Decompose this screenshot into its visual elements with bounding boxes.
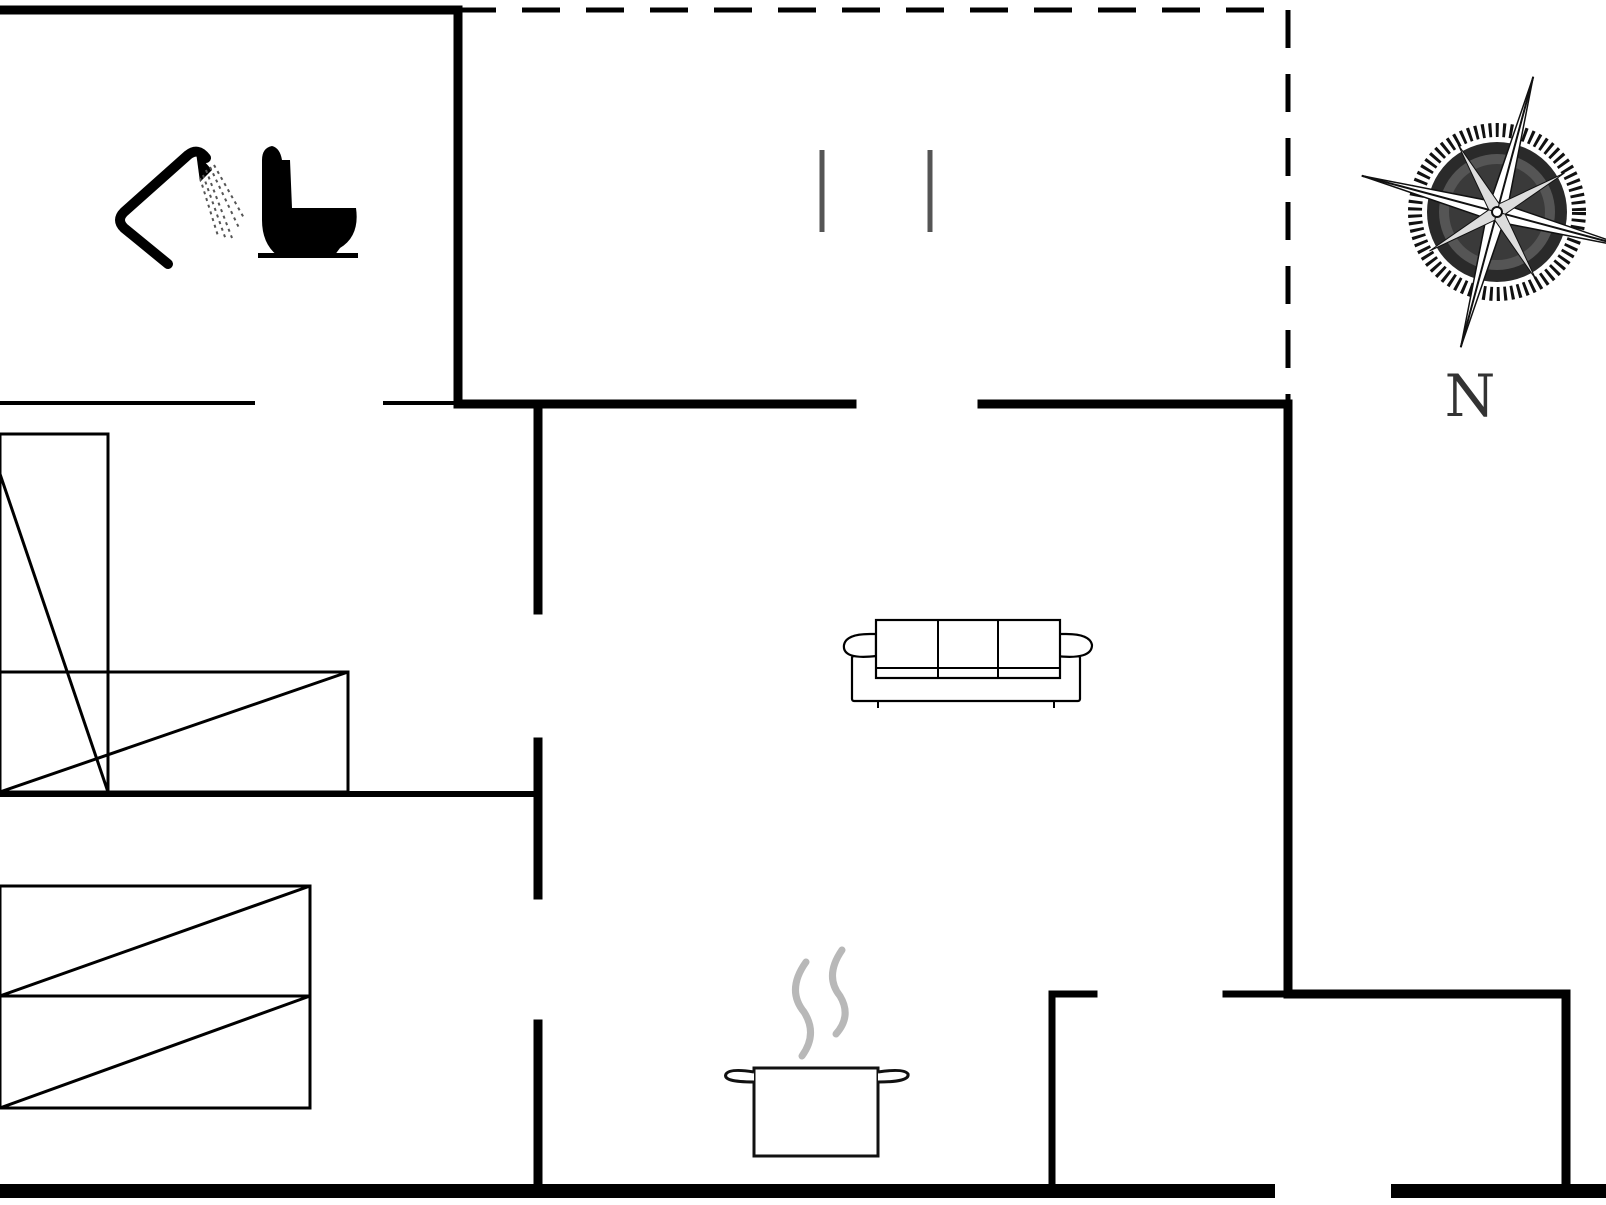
shower-icon	[115, 146, 245, 269]
living-room	[453, 399, 1293, 1195]
bed-icon	[0, 884, 312, 998]
bed-icon	[0, 994, 312, 1110]
toilet-icon	[258, 146, 358, 258]
terrace	[458, 7, 1291, 403]
sofa-icon	[842, 618, 1094, 708]
bed-icon	[0, 432, 110, 794]
compass-north-label: N	[1445, 362, 1496, 430]
compass-rose-icon	[1361, 76, 1606, 348]
bathroom	[0, 5, 463, 408]
entrance	[1048, 989, 1571, 1195]
bed-icon	[0, 670, 350, 794]
cooking-pot-icon	[724, 946, 910, 1158]
